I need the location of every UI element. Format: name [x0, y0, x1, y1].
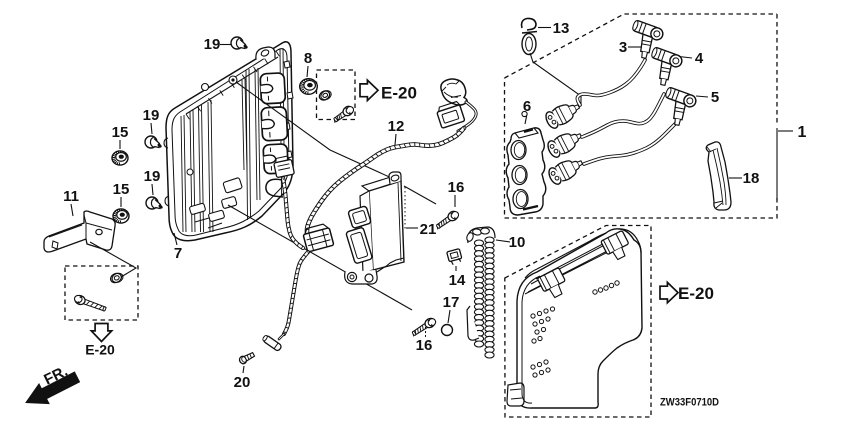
svg-text:19: 19 [204, 36, 221, 53]
svg-text:19: 19 [144, 168, 161, 185]
svg-text:1: 1 [798, 124, 807, 141]
svg-text:6: 6 [523, 98, 531, 115]
svg-text:7: 7 [174, 245, 182, 262]
svg-text:12: 12 [388, 118, 405, 135]
svg-text:16: 16 [448, 179, 465, 196]
svg-text:E-20: E-20 [381, 84, 417, 103]
svg-text:20: 20 [234, 374, 251, 391]
svg-text:5: 5 [711, 89, 719, 106]
svg-text:13: 13 [553, 20, 570, 37]
svg-text:10: 10 [509, 234, 526, 251]
svg-text:16: 16 [416, 337, 433, 354]
svg-text:19: 19 [143, 107, 160, 124]
svg-text:ZW33F0710D: ZW33F0710D [660, 397, 719, 409]
svg-text:11: 11 [63, 188, 79, 205]
svg-text:E-20: E-20 [85, 342, 115, 358]
svg-text:E-20: E-20 [678, 284, 714, 303]
svg-text:8: 8 [304, 50, 312, 67]
svg-text:4: 4 [695, 50, 704, 67]
svg-text:17: 17 [443, 294, 460, 311]
svg-text:15: 15 [112, 124, 129, 141]
svg-text:14: 14 [449, 272, 466, 289]
svg-text:21: 21 [420, 221, 437, 238]
svg-text:18: 18 [743, 170, 760, 187]
svg-text:15: 15 [113, 181, 130, 198]
svg-text:3: 3 [619, 39, 627, 56]
